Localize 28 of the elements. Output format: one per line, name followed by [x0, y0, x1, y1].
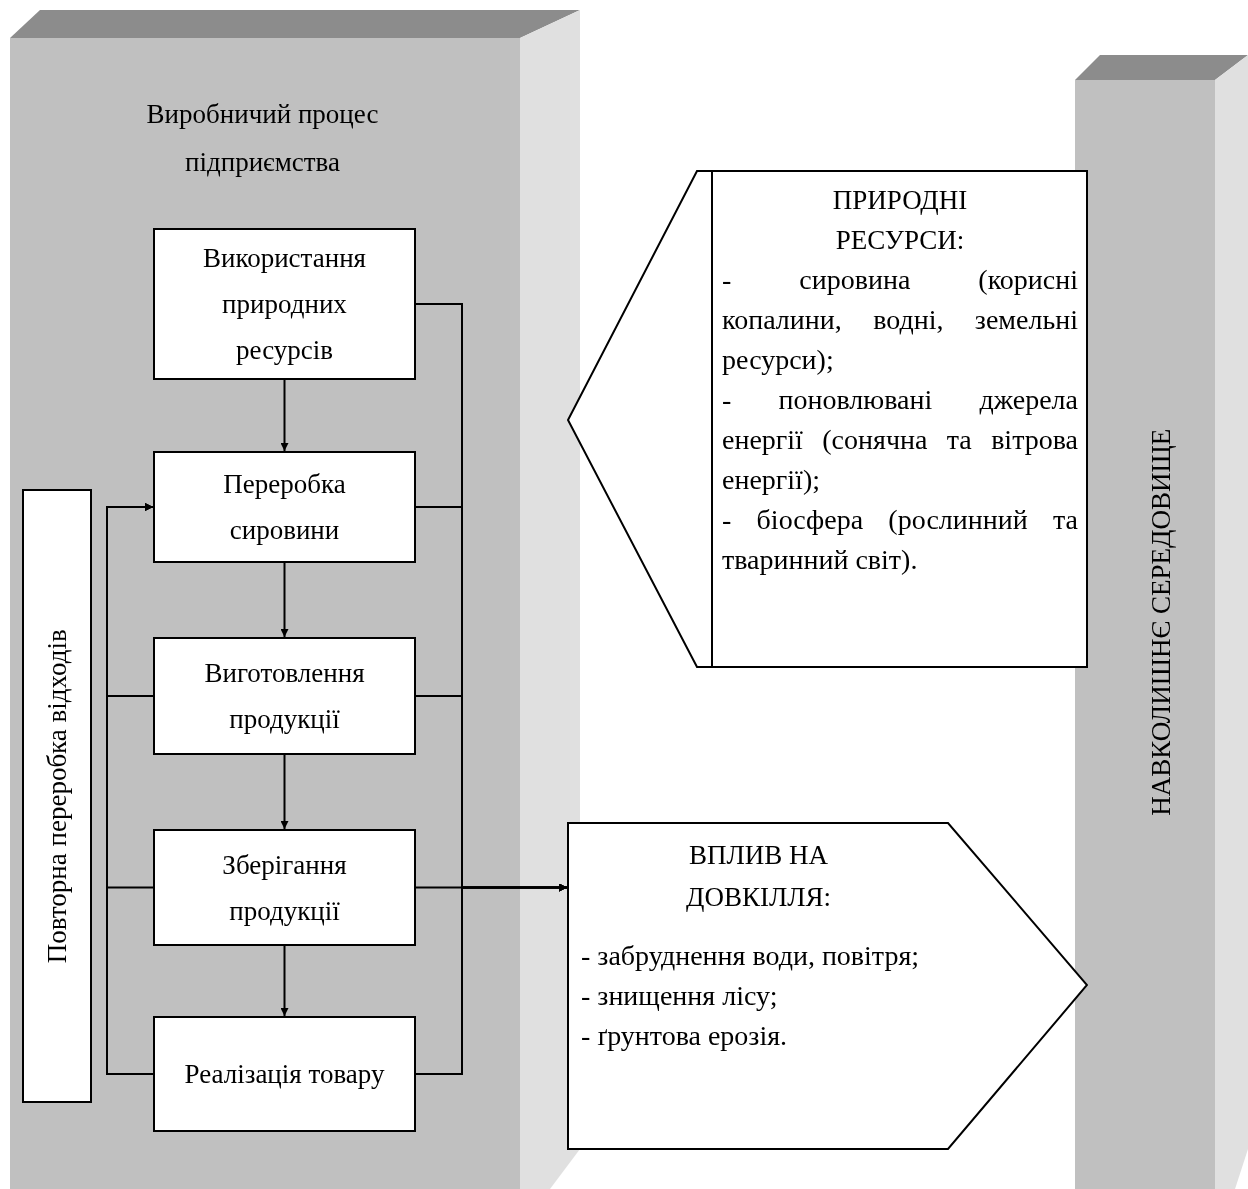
step-label: Реалізація товару: [184, 1058, 385, 1091]
recycling-label: Повторна переробка відходів: [40, 629, 73, 963]
connector-arrow: [280, 945, 289, 1017]
connector-arrow: [415, 883, 568, 1075]
process-box: [153, 829, 416, 946]
callout-item: - поновлювані джерела енергії (сонячна та вітрова енергії);: [722, 383, 1078, 497]
callout-item: - ґрунтова ерозія.: [581, 1019, 789, 1053]
callout-heading: ПРИРОДНІ РЕСУРСИ:: [831, 184, 969, 257]
callout-item: - знищення лісу;: [581, 979, 779, 1013]
connector-arrow: [280, 562, 289, 638]
connector-arrow: [280, 379, 289, 452]
process-box: [153, 637, 416, 755]
step-label: Використання природних ресурсів: [201, 242, 368, 367]
callout-item: - забруднення води, повітря;: [581, 939, 921, 973]
column-title: Виробничий процес підприємства: [145, 98, 380, 179]
connector-arrow: [106, 503, 154, 1075]
recycling-box: [22, 489, 92, 1103]
step-label: Зберігання продукції: [221, 848, 348, 928]
environment-label: НАВКОЛИШНЄ СЕРЕДОВИЩЕ: [1145, 428, 1178, 816]
process-box: [153, 228, 416, 380]
step-label: Виготовлення продукції: [203, 657, 366, 736]
connector-arrow: [280, 754, 289, 830]
step-label: Переробка сировини: [222, 468, 347, 547]
callout-item: - біосфера (рослинний та тваринний світ).: [722, 503, 1078, 577]
process-box: [153, 1016, 416, 1132]
callout-item: - сировина (корисні копалини, водні, земельні ресурси);: [722, 263, 1078, 377]
callout-heading: ВПЛИВ НА ДОВКІЛЛЯ:: [684, 839, 833, 914]
process-box: [153, 451, 416, 563]
